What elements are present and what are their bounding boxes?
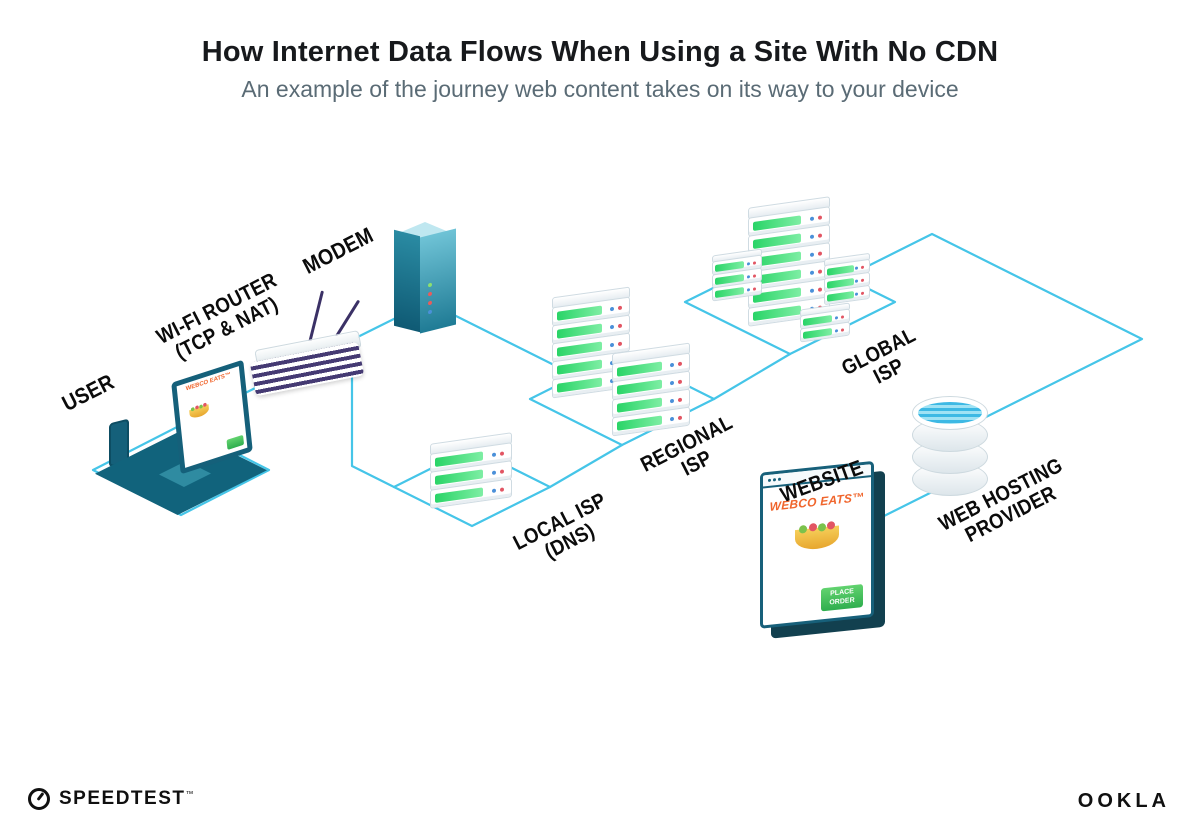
modem-device xyxy=(394,220,466,342)
taco-icon xyxy=(189,403,210,420)
speedometer-icon xyxy=(28,788,50,810)
global-isp-server-stack xyxy=(824,252,870,306)
user-laptop: WEBCO EATS™ xyxy=(95,359,280,515)
modem-led-lights xyxy=(428,282,432,288)
global-isp-server-stack xyxy=(712,248,762,302)
page-subtitle: An example of the journey web content ta… xyxy=(241,76,959,102)
laptop-webco-eats-logo: WEBCO EATS™ xyxy=(185,371,232,393)
modem-side-face xyxy=(420,228,456,334)
ookla-logo: OOKLA xyxy=(1078,790,1170,813)
laptop-order-button xyxy=(226,434,245,451)
global-isp-server-stack xyxy=(800,302,850,343)
local-isp-server-stack xyxy=(430,432,512,509)
web-hosting-database xyxy=(912,396,988,500)
browser-dots-icon xyxy=(768,478,771,482)
speedtest-wordmark: SPEEDTEST™ xyxy=(59,788,195,809)
modem-front-face xyxy=(394,229,420,333)
ookla-wordmark: OOKLA xyxy=(1077,790,1170,812)
place-order-button: PLACE ORDER xyxy=(821,584,863,612)
taco-icon xyxy=(795,523,839,552)
regional-isp-server-stack xyxy=(612,342,690,437)
database-cylinder-top xyxy=(912,396,988,430)
page-title: How Internet Data Flows When Using a Sit… xyxy=(201,36,999,68)
speedtest-logo: SPEEDTEST™ xyxy=(28,788,195,810)
